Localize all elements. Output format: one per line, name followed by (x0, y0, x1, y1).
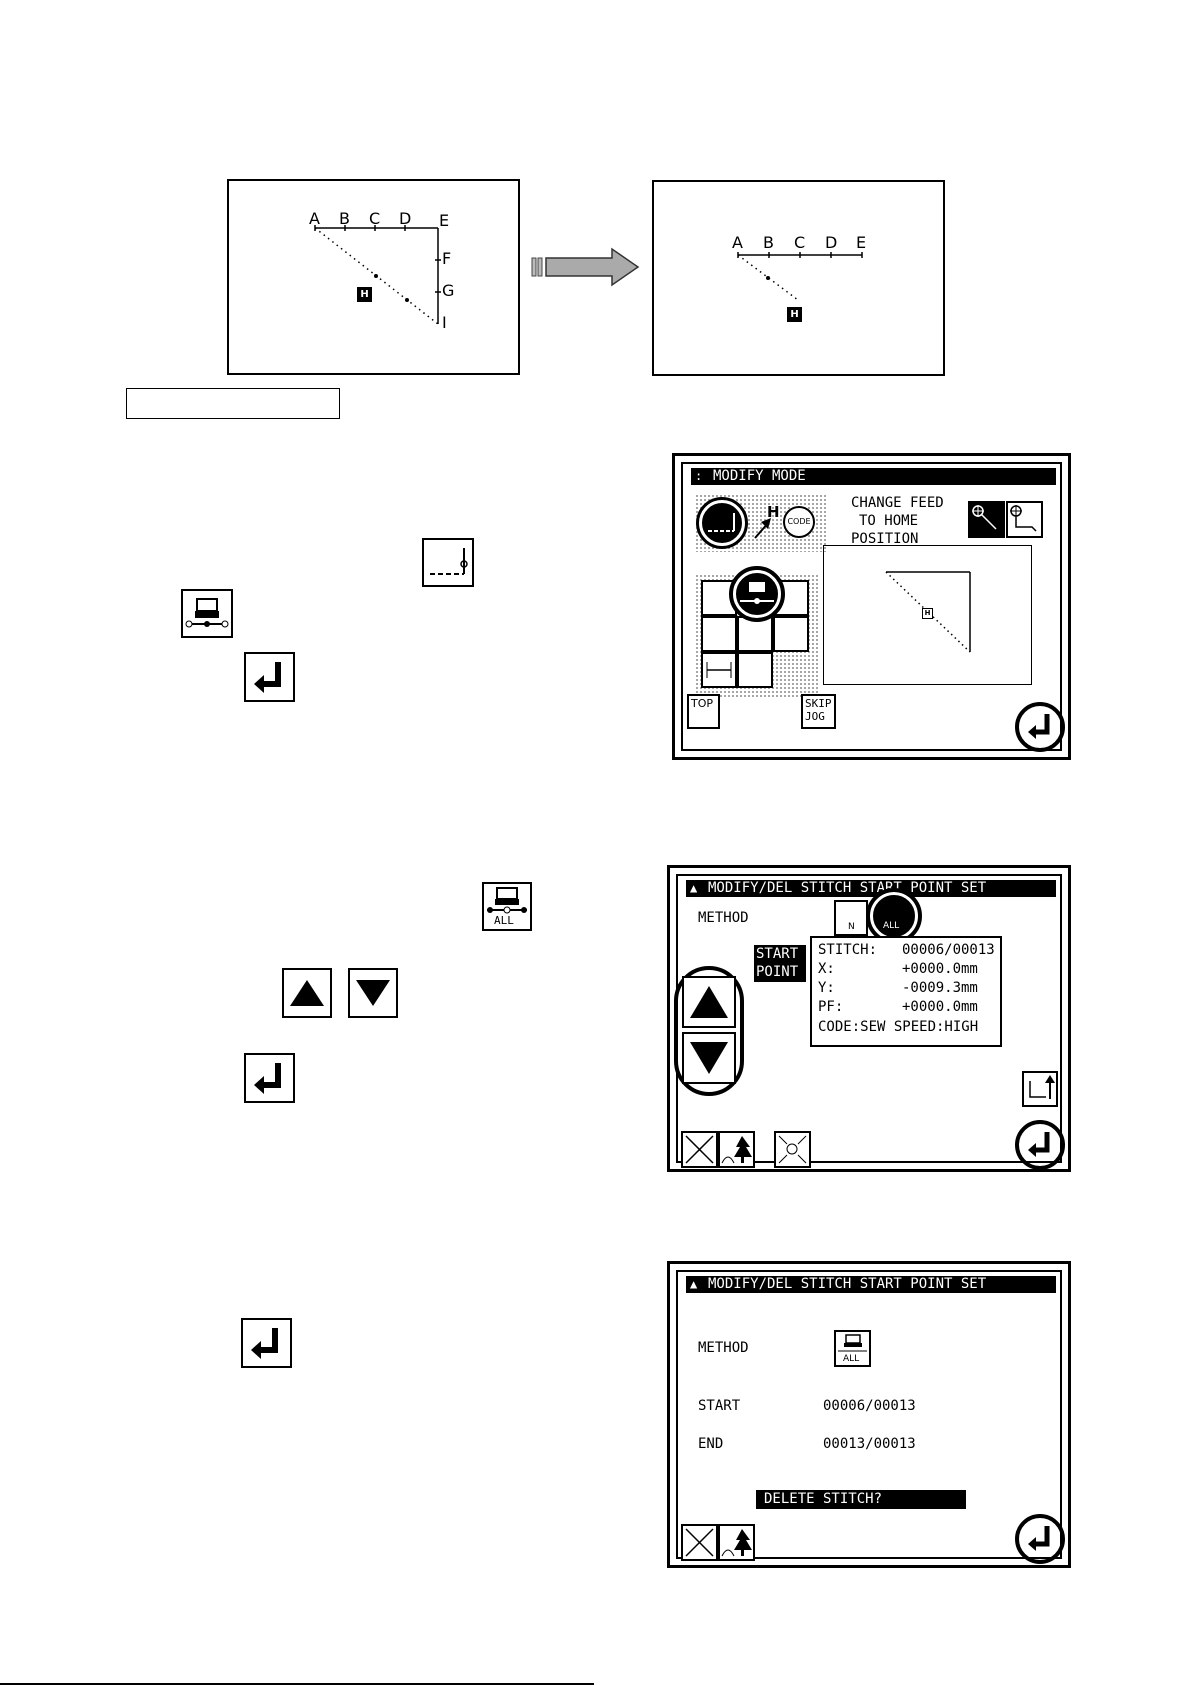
method-label: METHOD (698, 910, 749, 926)
stitch-info-box: STITCH: 00006/00013 X: +0000.0mm Y: -000… (810, 936, 1002, 1047)
label-i: I (442, 313, 447, 332)
screen-title: ▲MODIFY/DEL STITCH START POINT SET (686, 1276, 1056, 1293)
diagram-after: A B C D E H (652, 180, 945, 376)
arrow-buttons-ring (674, 966, 744, 1096)
home-marker: H (922, 608, 933, 619)
label-d: D (825, 233, 838, 252)
label-b: B (763, 233, 774, 252)
delete-all-icon[interactable]: ALL (482, 882, 532, 931)
screen-modify-mode: :MODIFY MODE H CODE CHANGE FEED TO HOME … (672, 453, 1071, 760)
up-arrow-button[interactable] (282, 968, 332, 1018)
home-marker: H (787, 307, 802, 322)
info-value: 00006/00013 (902, 942, 995, 958)
label-e: E (439, 211, 450, 230)
info-value: +0000.0mm (902, 999, 978, 1015)
top-button[interactable]: TOP (687, 694, 720, 729)
enter-button[interactable] (244, 652, 295, 702)
zoom-button[interactable] (774, 1131, 811, 1168)
feed-path-button[interactable] (1006, 501, 1043, 538)
stitch-end-icon[interactable] (422, 538, 474, 587)
end-value: 00013/00013 (823, 1436, 916, 1452)
screen-title: ▲MODIFY/DEL STITCH START POINT SET (686, 880, 1056, 897)
enter-button[interactable] (241, 1318, 292, 1368)
label-a: A (732, 233, 743, 252)
down-arrow-button[interactable] (348, 968, 398, 1018)
arrow-right-icon (531, 247, 640, 287)
tree-icon[interactable] (718, 1524, 755, 1561)
move-home-icon[interactable]: H (751, 504, 781, 544)
label-g: G (442, 281, 455, 300)
label-c: C (369, 209, 381, 228)
info-key: X: (818, 961, 835, 977)
start-value: 00006/00013 (823, 1398, 916, 1414)
preview-stitch-path (885, 571, 971, 653)
end-label: END (698, 1436, 724, 1452)
info-key: PF: (818, 999, 844, 1015)
delete-stitch-icon[interactable] (181, 589, 233, 638)
screen-delete-confirm: ▲MODIFY/DEL STITCH START POINT SET METHO… (667, 1261, 1071, 1568)
tool-button-1[interactable] (701, 580, 737, 616)
after-stitch-path (737, 252, 863, 301)
label-f: F (442, 249, 452, 268)
diagram-before: A B C D E F G I H (227, 179, 520, 375)
method-label: METHOD (698, 1340, 749, 1356)
info-key: Y: (818, 980, 835, 996)
method-n-button[interactable]: N (834, 900, 868, 936)
code-button[interactable]: CODE (783, 506, 815, 538)
enter-button-ring[interactable] (1015, 1514, 1065, 1564)
method-all-icon: ALL (834, 1330, 871, 1367)
info-value: -0009.3mm (902, 980, 978, 996)
cancel-button[interactable] (681, 1524, 718, 1561)
tool-button-4[interactable] (701, 616, 737, 652)
delete-prompt: DELETE STITCH? (756, 1490, 966, 1509)
feed-direct-button[interactable] (968, 501, 1005, 538)
label-a: A (309, 209, 320, 228)
enter-button-ring[interactable] (1015, 702, 1065, 752)
info-value: +0000.0mm (902, 961, 978, 977)
tool-button-7[interactable] (701, 652, 737, 688)
enter-button[interactable] (244, 1053, 295, 1103)
feed-text-2: TO HOME (859, 513, 919, 529)
delete-stitch-button-selected[interactable] (729, 566, 785, 622)
tree-icon[interactable] (718, 1131, 755, 1168)
preview-area: H (823, 545, 1032, 685)
skip-jog-button[interactable]: SKIP JOG (801, 694, 836, 729)
start-point-tag: START POINT (754, 945, 806, 982)
info-key: STITCH: (818, 942, 878, 958)
label-b: B (339, 209, 350, 228)
enter-button-ring[interactable] (1015, 1120, 1065, 1170)
tool-button-6[interactable] (773, 616, 809, 652)
all-label: ALL (494, 914, 514, 927)
empty-caption-box (126, 388, 340, 419)
feed-text-3: POSITION (851, 531, 919, 547)
code-speed-line: CODE:SEW SPEED:HIGH (818, 1019, 979, 1035)
label-e: E (856, 233, 867, 252)
cancel-button[interactable] (681, 1131, 718, 1168)
h-label: H (767, 503, 780, 521)
before-stitch-path (314, 225, 441, 325)
method-all-button-selected[interactable]: ALL (866, 888, 922, 944)
feed-up-button[interactable] (1022, 1071, 1058, 1107)
stitch-end-button[interactable] (696, 497, 748, 549)
label-d: D (399, 209, 412, 228)
start-label: START (698, 1398, 741, 1414)
screen-start-point-set: ▲MODIFY/DEL STITCH START POINT SET METHO… (667, 865, 1071, 1172)
label-c: C (794, 233, 806, 252)
down-arrow-button[interactable] (682, 1032, 736, 1084)
home-marker: H (357, 287, 372, 302)
screen-title: :MODIFY MODE (691, 468, 1056, 485)
tool-button-8[interactable] (737, 652, 773, 688)
footer-rule (0, 1683, 594, 1685)
feed-text-1: CHANGE FEED (851, 495, 944, 511)
up-arrow-button[interactable] (682, 976, 736, 1028)
tool-button-5[interactable] (737, 616, 773, 652)
